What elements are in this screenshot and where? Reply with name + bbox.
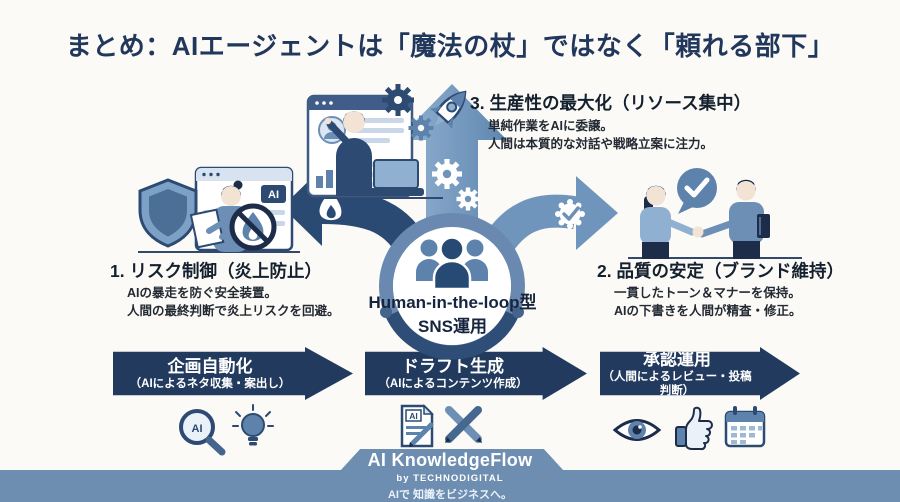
- handshake-figures: [640, 179, 770, 259]
- reviewer-figure: [189, 180, 249, 252]
- footer-badge-shape: [340, 449, 564, 471]
- gears-icon: [432, 159, 480, 211]
- quality-illustration: [628, 168, 802, 259]
- flow-step-planning-subtitle: （AIによるネタ収集・案出し）: [129, 377, 291, 390]
- flame-icon: [319, 190, 342, 221]
- footer-bar: [0, 470, 900, 502]
- flow-step-planning-title: 企画自動化: [167, 356, 253, 376]
- crossed-pens-icon: [445, 406, 482, 443]
- ai-document-icon: AI: [400, 404, 434, 448]
- flow-step-planning: 企画自動化 （AIによるネタ収集・案出し）: [113, 347, 353, 400]
- check-bubble-icon: [677, 168, 717, 214]
- section-quality-heading: 2. 品質の安定（ブランド維持）: [597, 261, 844, 281]
- productivity-illustration: [303, 84, 467, 199]
- check-seal-icon: [555, 199, 585, 229]
- footer-tagline: AIで 知識をビジネスへ。: [387, 489, 513, 501]
- team-icon: [416, 236, 488, 291]
- no-fire-icon: [229, 203, 277, 251]
- section-risk-heading: 1. リスク制御（炎上防止）: [110, 261, 322, 281]
- flow-step-draft-subtitle: （AIによるコンテンツ作成）: [378, 377, 528, 390]
- section-risk-line2: 人間の最終判断で炎上リスクを回避。: [127, 304, 340, 318]
- flow-step-approval: 承認運用 （人間によるレビュー・投稿判断）: [600, 347, 800, 400]
- flow-step-approval-title: 承認運用: [643, 349, 711, 369]
- approval-icons: [612, 406, 766, 451]
- ai-badge: AI: [268, 189, 279, 201]
- eye-icon: [612, 419, 662, 441]
- dashboard-icon: [306, 94, 414, 198]
- right-arrow: [477, 176, 618, 263]
- section-quality-line2: AIの下書きを人間が精査・修正。: [614, 304, 802, 318]
- svg-text:AI: AI: [192, 423, 203, 435]
- left-arrow: [282, 168, 432, 263]
- page-title: まとめ：AIエージェントは「魔法の杖」ではなく「頼れる部下」: [65, 31, 835, 61]
- footer-brand: AI KnowledgeFlow: [367, 450, 533, 470]
- section-productivity-heading: 3. 生産性の最大化（リソース集中）: [470, 93, 752, 113]
- presenter-figure: [324, 111, 424, 196]
- ai-search-icon: AI: [179, 409, 226, 456]
- svg-text:AI: AI: [409, 411, 418, 421]
- section-productivity-line2: 人間は本質的な対話や戦略立案に注力。: [488, 137, 714, 151]
- rocket-icon: [429, 90, 467, 129]
- section-risk-line1: AIの暴走を防ぐ安全装置。: [127, 286, 278, 300]
- gear-icon: [382, 84, 434, 141]
- calendar-icon: [724, 406, 766, 448]
- hub-label-line1: Human-in-the-loop型: [368, 293, 537, 312]
- hub-label: Human-in-the-loop型 SNS運用: [340, 291, 565, 339]
- section-productivity-line1: 単純作業をAIに委譲。: [488, 119, 614, 133]
- hub-label-line2: SNS運用: [418, 317, 487, 336]
- flow-step-draft: ドラフト生成 （AIによるコンテンツ作成）: [365, 347, 587, 400]
- browser-window-icon: AI: [194, 166, 294, 252]
- section-quality-line1: 一貫したトーン＆マナーを保持。: [614, 286, 801, 300]
- risk-illustration: AI: [138, 166, 300, 253]
- flow-step-draft-title: ドラフト生成: [402, 356, 504, 376]
- lightbulb-icon: [232, 404, 274, 446]
- shield-icon: [138, 178, 198, 248]
- flow-step-approval-subtitle: （人間によるレビュー・投稿判断）: [602, 370, 752, 397]
- footer-byline: by TECHNODIGITAL: [396, 473, 504, 484]
- planning-icons: AI: [179, 404, 274, 456]
- draft-icons: AI: [400, 404, 482, 448]
- thumbs-up-icon: [675, 406, 713, 451]
